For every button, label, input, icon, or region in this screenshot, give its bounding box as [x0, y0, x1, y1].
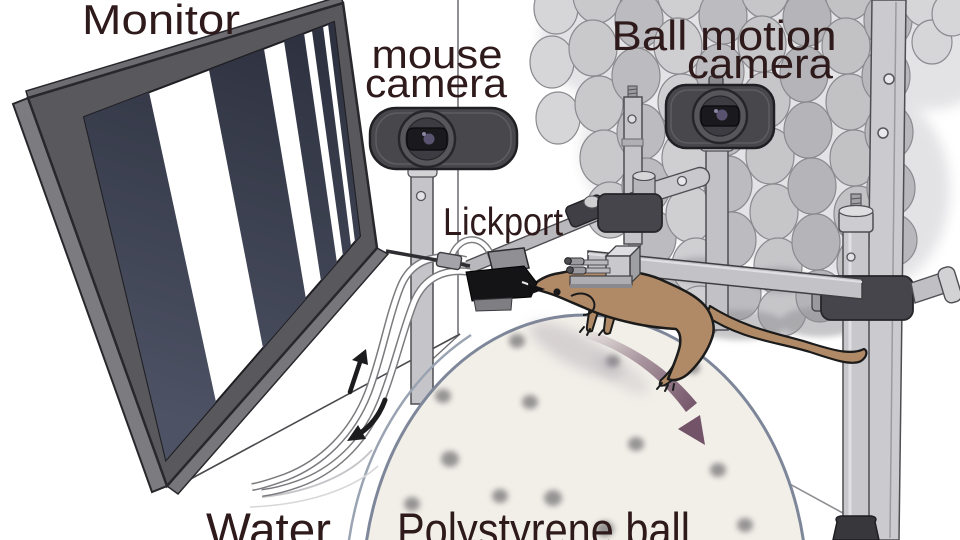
- head-plate-assembly: [564, 244, 642, 288]
- plate-screw: [564, 257, 572, 265]
- mouse-illustration: [529, 267, 868, 392]
- labels: Monitor mouse camera Ball motion camera …: [82, 0, 837, 540]
- tube: [261, 267, 471, 497]
- bar-hole: [877, 127, 889, 139]
- label-monitor: Monitor: [82, 0, 240, 43]
- grating-stripes: [84, 22, 360, 460]
- mouse-tail: [704, 304, 868, 364]
- stub-bar: [645, 166, 711, 203]
- water-flow-arrows: [347, 349, 388, 441]
- ball-camera-post: [705, 144, 729, 331]
- plate-screw: [566, 266, 574, 274]
- rod-foot: [832, 515, 880, 540]
- bar-hole: [883, 73, 895, 85]
- lickport-base: [473, 297, 513, 312]
- arrowhead: [678, 415, 705, 445]
- rod-ferrule: [435, 251, 463, 271]
- down-arrow: [347, 397, 388, 441]
- monitor-illustration: [11, 0, 390, 496]
- mid-clamp: [597, 193, 663, 233]
- front-toes: [579, 326, 604, 336]
- up-arrow: [347, 349, 368, 395]
- lickport-block: [487, 247, 530, 273]
- head-plate: [569, 275, 633, 286]
- tube: [251, 253, 467, 491]
- ball-motion-camera-illustration: [664, 75, 776, 150]
- label-water: Water: [206, 503, 331, 540]
- label-mouse-camera-line1: mouse: [372, 33, 503, 77]
- lickport-device: [385, 247, 545, 312]
- hind-toes: [656, 382, 675, 392]
- label-ball-motion-camera-line2: camera: [687, 40, 834, 87]
- mouse-camera-illustration: [368, 106, 519, 171]
- mouse-ear: [570, 292, 596, 316]
- mouse-eye: [553, 288, 561, 296]
- dish-rim: [347, 333, 472, 540]
- label-polystyrene-ball: Polystyrene ball: [397, 503, 690, 540]
- ball-dots: [404, 334, 753, 537]
- water-tubes: [249, 236, 496, 508]
- label-ball-motion-camera-line1: Ball motion: [612, 12, 837, 59]
- vertical-rod: [842, 221, 870, 529]
- ball-shading: [529, 321, 650, 395]
- label-mouse-camera-line2: camera: [365, 62, 508, 106]
- ball-group: [347, 313, 805, 540]
- label-lickport: Lickport: [443, 201, 563, 244]
- lick-spout: [528, 283, 545, 295]
- ball-rotation-arrow: [585, 330, 705, 445]
